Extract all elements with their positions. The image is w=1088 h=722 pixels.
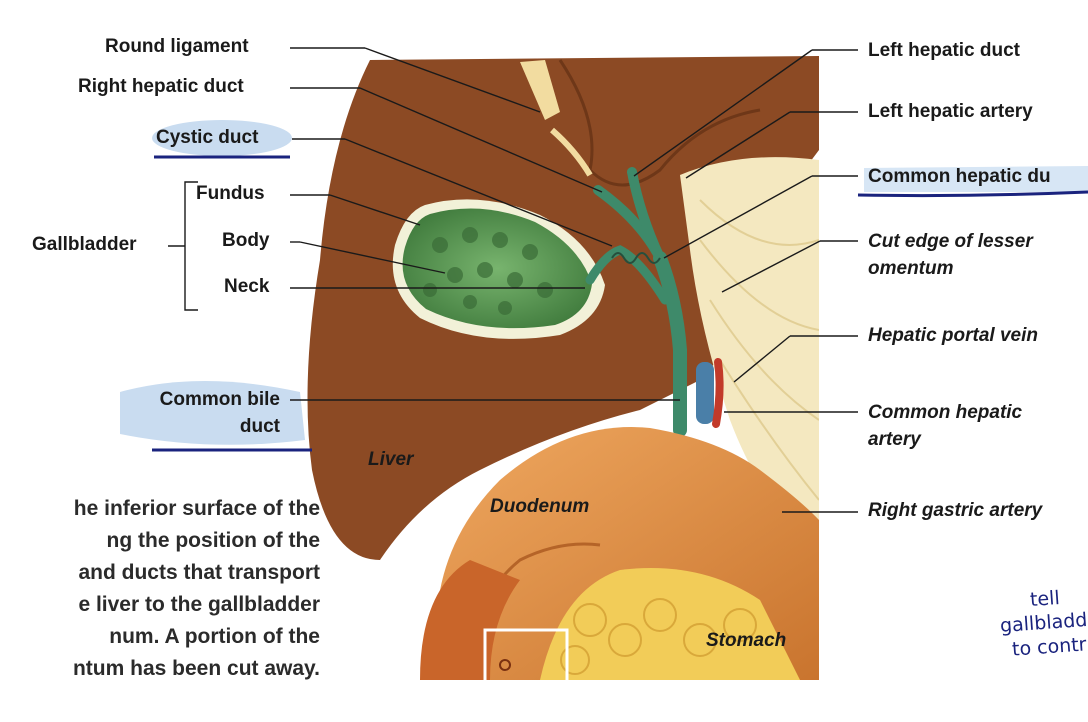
label-round-ligament: Round ligament	[105, 36, 249, 57]
round-ligament-shape	[520, 60, 560, 120]
illustration-body	[306, 56, 819, 680]
caption-line: ng the position of the	[106, 529, 320, 552]
label-body: Body	[222, 230, 270, 251]
label-cystic-duct: Cystic duct	[156, 127, 259, 148]
caption-line: e liver to the gallbladder	[78, 593, 320, 616]
label-cut-edge-line2: omentum	[868, 258, 954, 279]
caption-line: he inferior surface of the	[73, 497, 320, 520]
portal-vein-shape	[696, 362, 714, 424]
figure-caption: he inferior surface of the ng the positi…	[0, 493, 320, 685]
label-right-hepatic-duct: Right hepatic duct	[78, 76, 244, 97]
organ-label-duodenum: Duodenum	[490, 496, 590, 517]
gallbladder-shape	[402, 208, 592, 329]
organ-label-liver: Liver	[368, 449, 414, 470]
label-common-hepatic-artery-line2: artery	[868, 429, 921, 450]
label-common-bile-duct-line2: duct	[239, 416, 280, 437]
label-left-hepatic-artery: Left hepatic artery	[868, 101, 1033, 122]
highlight-common-hepatic-duct	[864, 166, 1088, 192]
handwritten-note-line1: tell	[1029, 586, 1061, 612]
pancreas-shape	[540, 568, 800, 680]
label-cut-edge-line1: Cut edge of lesser	[868, 231, 1033, 252]
organ-label-stomach: Stomach	[706, 630, 787, 651]
label-common-hepatic-artery-line1: Common hepatic	[868, 402, 1023, 423]
highlight-cystic-duct	[152, 120, 292, 156]
label-neck: Neck	[224, 276, 270, 297]
label-left-hepatic-duct: Left hepatic duct	[868, 40, 1021, 61]
label-right-gastric-artery: Right gastric artery	[868, 500, 1043, 521]
caption-line: and ducts that transport	[78, 561, 320, 584]
underline-common-hepatic-duct	[857, 190, 1088, 198]
label-common-bile-duct-line1: Common bile	[159, 389, 280, 410]
label-gallbladder: Gallbladder	[32, 234, 137, 255]
caption-line: ntum has been cut away.	[72, 657, 320, 680]
inset-box	[483, 628, 569, 680]
highlight-common-bile-duct	[120, 381, 305, 445]
label-common-hepatic-duct: Common hepatic du	[868, 166, 1051, 187]
label-fundus: Fundus	[196, 183, 265, 204]
label-hepatic-portal-vein: Hepatic portal vein	[868, 325, 1038, 346]
caption-line: num. A portion of the	[109, 625, 320, 648]
leader-lines	[168, 47, 858, 513]
